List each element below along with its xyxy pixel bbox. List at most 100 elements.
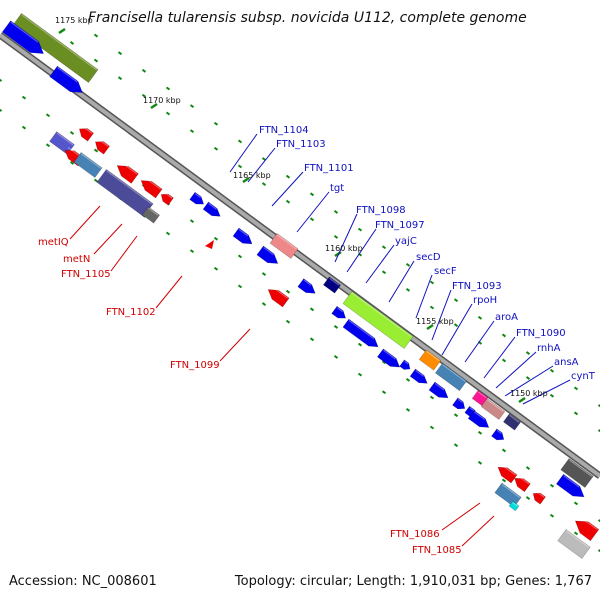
major-tick <box>242 176 250 184</box>
tick-dot <box>477 430 483 435</box>
gene-block <box>116 161 139 184</box>
tick-dot <box>117 76 123 81</box>
tick-dot <box>597 429 600 433</box>
tick-dot <box>69 41 75 45</box>
tick-dot <box>549 513 555 518</box>
gene-block <box>502 413 522 431</box>
kbp-labels: 1175 kbp 1170 kbp 1165 kbp 1160 kbp 1155… <box>55 16 548 398</box>
genome-backbone <box>0 32 600 479</box>
tick-dot <box>405 377 411 382</box>
tick-dot <box>453 323 459 328</box>
kbp-label: 1170 kbp <box>143 96 181 105</box>
gene-label: FTN_1102 <box>106 307 156 318</box>
tick-dot <box>453 443 459 448</box>
callout-line <box>504 365 554 397</box>
gene-label: secF <box>434 266 457 277</box>
tick-dot <box>381 245 387 250</box>
gene-label: rnhA <box>537 343 561 354</box>
gene-block <box>491 428 505 441</box>
gene-block <box>269 233 299 259</box>
gene-block <box>78 125 95 142</box>
tick-dot <box>309 192 315 197</box>
gene-block <box>256 245 279 264</box>
tick-dot <box>213 236 219 241</box>
tick-dot <box>357 372 363 377</box>
tick-dot <box>333 325 339 329</box>
forward-gene-labels: FTN_1104 FTN_1103 FTN_1101 tgt FTN_1098 … <box>259 125 596 382</box>
topology-text: Topology: circular; Length: 1,910,031 bp… <box>234 574 592 589</box>
tick-dot <box>93 58 99 63</box>
tick-dot <box>69 131 75 135</box>
tick-dot <box>261 182 267 186</box>
gene-block <box>452 397 466 410</box>
callout-line <box>155 275 183 309</box>
gene-block <box>342 291 414 349</box>
gene-block <box>202 201 221 217</box>
tick-dot <box>549 368 555 373</box>
accession-text: Accession: NC_008601 <box>9 574 157 589</box>
tick-dot <box>93 178 99 183</box>
gene-label: cynT <box>571 371 596 382</box>
tick-dot <box>237 284 243 289</box>
gene-block <box>574 516 600 542</box>
gene-label: metIQ <box>38 237 69 248</box>
tick-dot <box>117 51 123 56</box>
callout-line <box>346 228 377 273</box>
callout-line <box>334 213 358 263</box>
callout-line <box>441 502 481 531</box>
callout-line <box>247 147 276 183</box>
tick-dot <box>213 121 219 126</box>
gene-block <box>297 278 316 294</box>
tick-dot <box>0 78 3 82</box>
callout-line <box>441 303 473 356</box>
callout-line <box>431 289 452 341</box>
tick-dot <box>501 333 507 338</box>
tick-dot <box>525 376 531 380</box>
gene-label: FTN_1097 <box>375 220 425 231</box>
tick-dot <box>285 174 291 179</box>
major-tick <box>58 27 66 35</box>
gene-label: tgt <box>330 183 344 194</box>
tick-dot <box>285 289 291 294</box>
tick-dot <box>549 393 555 398</box>
gene-features <box>1 13 600 559</box>
callout-line <box>110 235 138 272</box>
gene-block <box>557 529 591 559</box>
tick-dot <box>357 227 363 232</box>
tick-dot <box>285 319 291 324</box>
callout-line <box>522 379 571 405</box>
tick-dot <box>237 139 243 144</box>
major-tick <box>334 250 342 258</box>
callout-line <box>464 320 495 363</box>
gene-label: FTN_1090 <box>516 328 566 339</box>
tick-dot <box>573 501 579 506</box>
tick-dot <box>597 519 600 523</box>
callout-line <box>365 244 395 284</box>
tick-dot <box>213 146 219 151</box>
tick-dot <box>573 411 579 416</box>
callout-line <box>219 328 251 362</box>
gene-block <box>267 285 290 308</box>
gene-block <box>418 349 442 371</box>
gene-block <box>467 410 490 428</box>
tick-dot <box>309 337 315 342</box>
kbp-label: 1175 kbp <box>55 16 93 25</box>
tick-dot <box>429 425 435 430</box>
gene-block <box>49 65 83 93</box>
tick-dot <box>309 217 315 222</box>
tick-dot <box>261 272 267 276</box>
gene-marker <box>205 240 214 249</box>
tick-dot <box>21 125 27 130</box>
tick-dot <box>333 210 339 214</box>
gene-label: secD <box>416 252 441 263</box>
gene-block <box>140 176 163 199</box>
tick-dot <box>165 231 171 236</box>
tick-dot <box>597 549 600 553</box>
tick-dot <box>357 342 363 347</box>
gene-block <box>73 152 103 178</box>
gene-block <box>160 191 174 206</box>
gene-label: metN <box>63 254 90 265</box>
tick-dot <box>429 280 435 285</box>
tick-dot <box>453 298 459 303</box>
gene-block <box>480 398 506 420</box>
